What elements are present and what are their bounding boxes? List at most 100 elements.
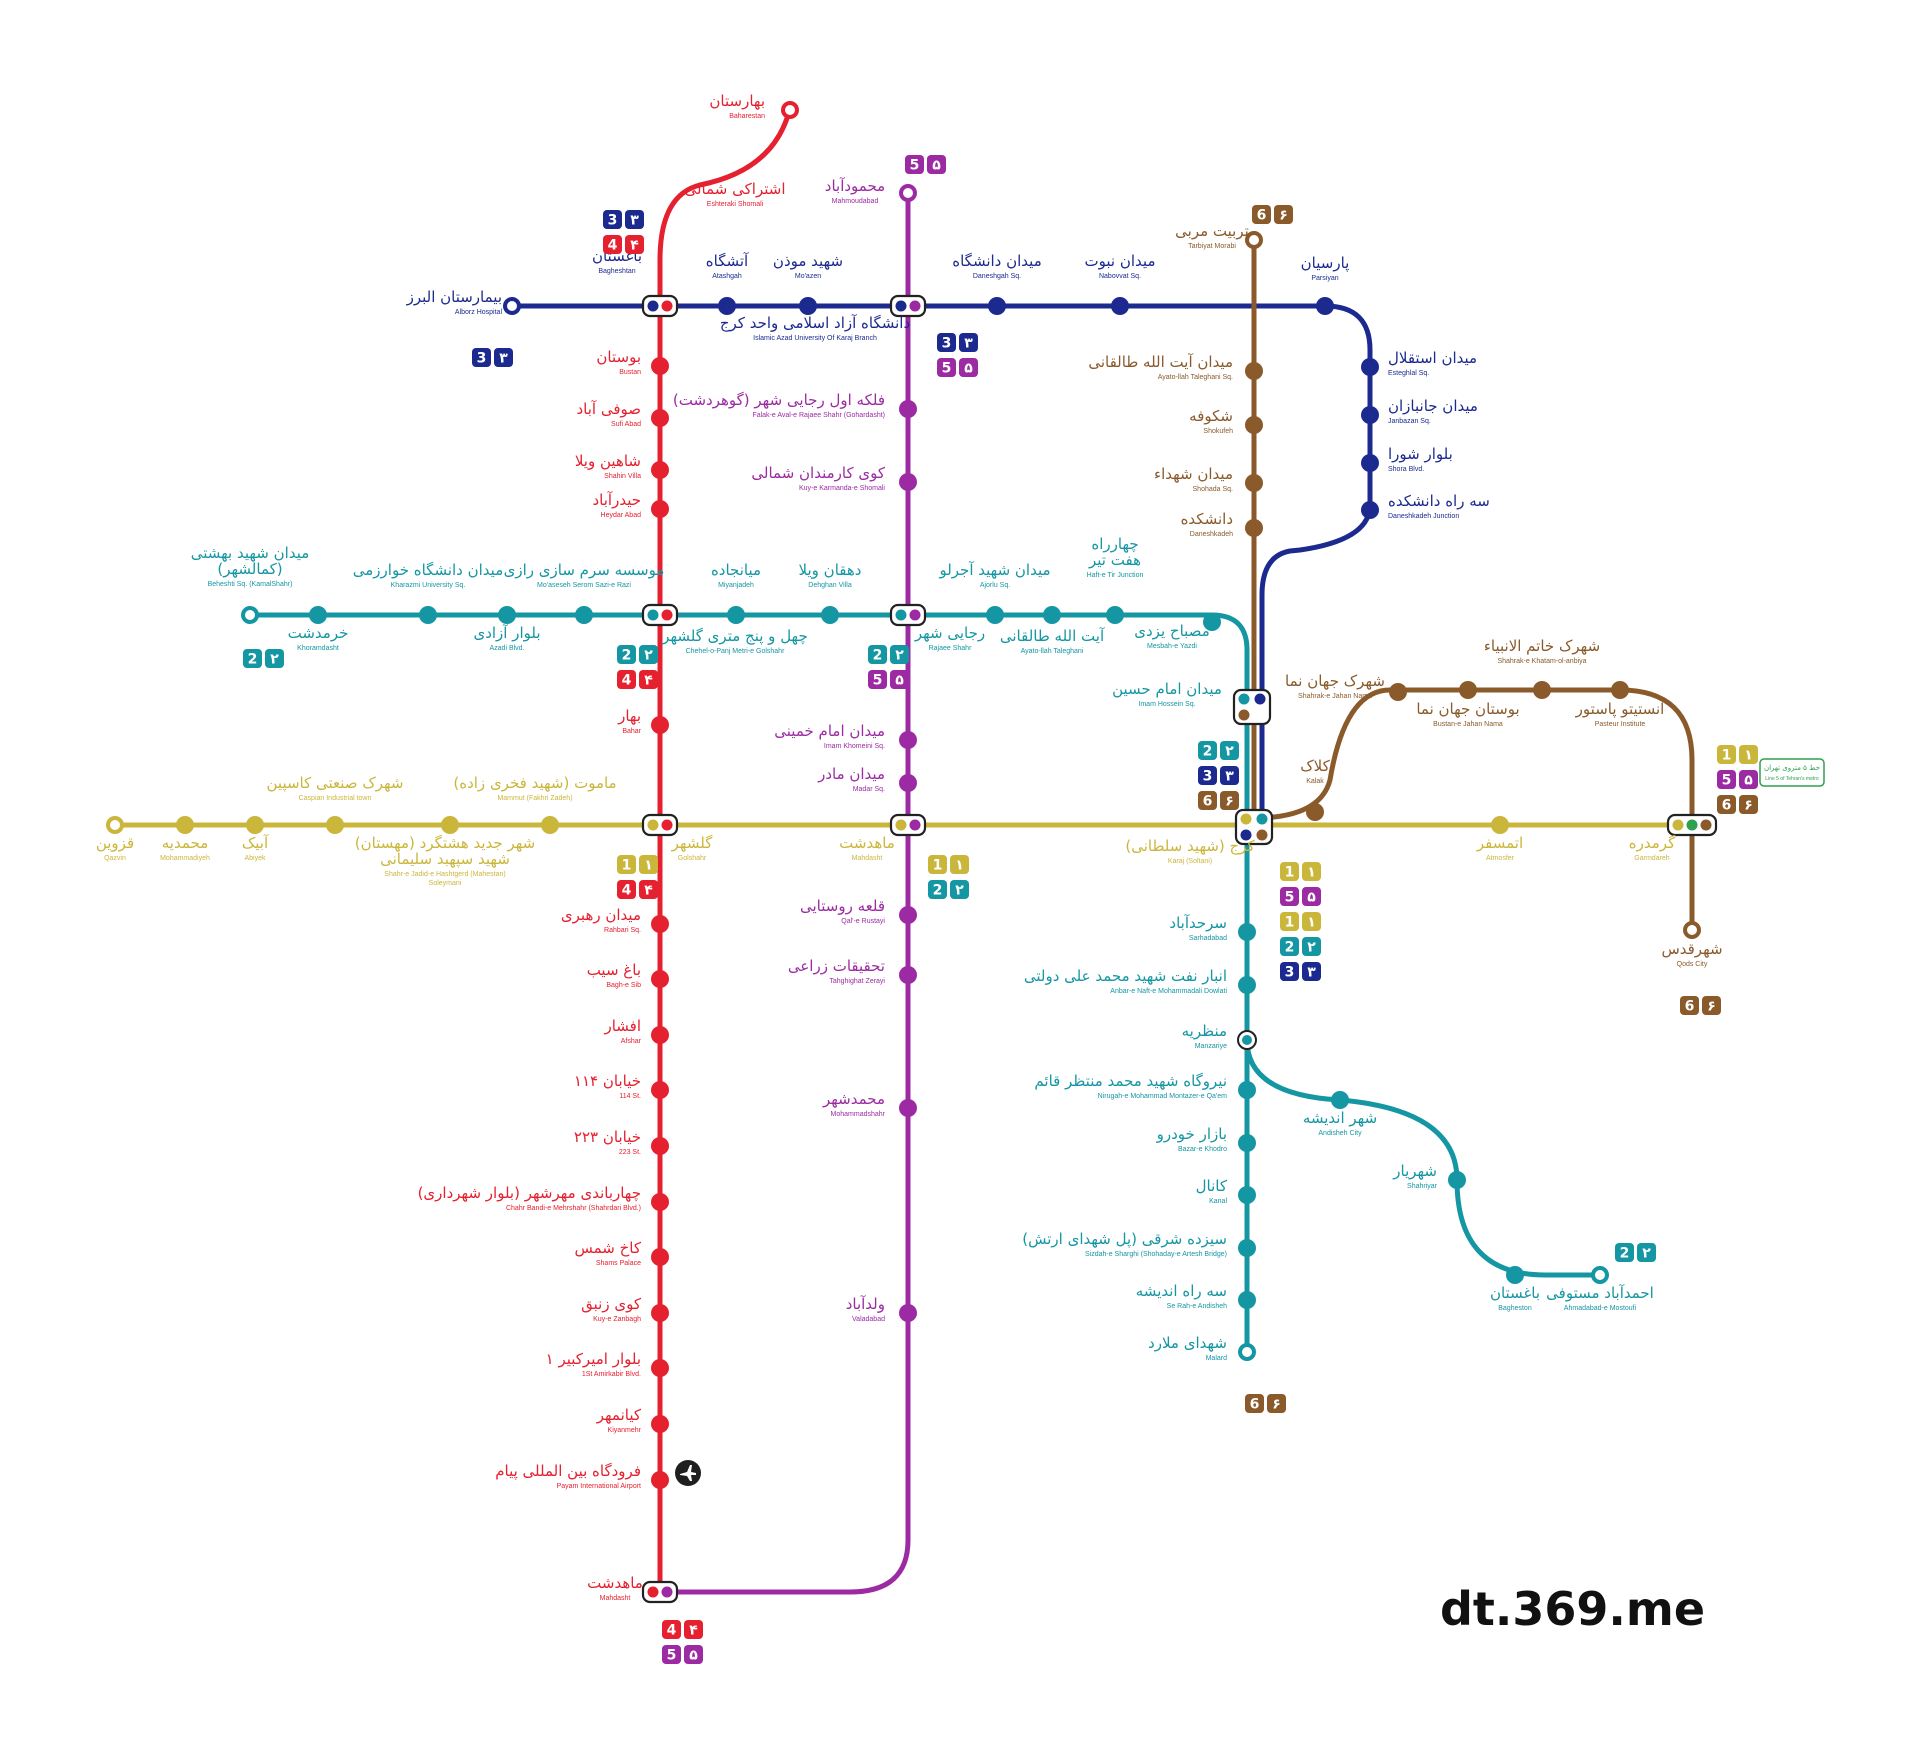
station-dot-baghesib[interactable] — [651, 970, 669, 988]
station-dot-bahar[interactable] — [651, 716, 669, 734]
station-dot-valadabad[interactable] — [899, 1304, 917, 1322]
station-label-mamut: ماموت (شهید فخری زاده)Mammut (Fakhri Zad… — [453, 774, 616, 802]
station-dot-moaseseh[interactable] — [575, 606, 593, 624]
station-dot-nabovvat[interactable] — [1111, 297, 1129, 315]
station-dot-shohada[interactable] — [1245, 474, 1263, 492]
station-dot-esteghlal[interactable] — [1361, 358, 1379, 376]
terminal-tarbiyat[interactable] — [1245, 231, 1263, 249]
station-dot-sarhadabad[interactable] — [1238, 923, 1256, 941]
station-dot-sizdah[interactable] — [1238, 1239, 1256, 1257]
station-dot-mesbah[interactable] — [1203, 613, 1221, 631]
station-dot-kalak[interactable] — [1306, 803, 1324, 821]
station-dot-kh114[interactable] — [651, 1081, 669, 1099]
station-dot-dehghanvilla[interactable] — [821, 606, 839, 624]
station-dot-imamkhomeini[interactable] — [899, 731, 917, 749]
station-dot-jahannama[interactable] — [1389, 683, 1407, 701]
station-dot-khoramdasht[interactable] — [309, 606, 327, 624]
station-name-fa: آبیک — [242, 834, 269, 852]
station-dot-khatam[interactable] — [1533, 681, 1551, 699]
station-dot-taleghani6[interactable] — [1245, 362, 1263, 380]
station-dot-nirugah[interactable] — [1238, 1081, 1256, 1099]
station-dot-mohammadiyeh[interactable] — [176, 816, 194, 834]
station-dot-falake[interactable] — [899, 400, 917, 418]
station-dot-heydarabad[interactable] — [651, 500, 669, 518]
station-name-fa: حیدرآباد — [592, 491, 641, 509]
station-dot-kaspian[interactable] — [326, 816, 344, 834]
station-dot-bazarkhodro[interactable] — [1238, 1134, 1256, 1152]
station-dot-anbar[interactable] — [1238, 976, 1256, 994]
terminal-mostoufi[interactable] — [1591, 1266, 1609, 1284]
station-dot-daneshkadeh[interactable] — [1245, 519, 1263, 537]
station-dot-kuyezanbagh[interactable] — [651, 1304, 669, 1322]
station-name-en: Bagheston — [1498, 1305, 1532, 1312]
station-dot-kanal[interactable] — [1238, 1186, 1256, 1204]
station-dot-chaharbandi[interactable] — [651, 1193, 669, 1211]
station-name-fa: باغستان — [1490, 1284, 1540, 1302]
station-dot-payam[interactable] — [651, 1471, 669, 1489]
station-name-fa: محمودآباد — [825, 177, 885, 195]
interchange-line-dot — [647, 1586, 659, 1598]
station-name-en: Mahdasht — [852, 855, 883, 862]
station-dot-serahandisheh[interactable] — [1238, 1291, 1256, 1309]
terminal-beheshti[interactable] — [241, 606, 259, 624]
station-dot-bustan[interactable] — [651, 357, 669, 375]
station-dot-pasteur[interactable] — [1611, 681, 1629, 699]
station-dot-atashgah[interactable] — [718, 297, 736, 315]
badge-number-en: 1 — [1285, 865, 1295, 881]
station-dot-bagheshtan2[interactable] — [1506, 1266, 1524, 1284]
station-dot-kharazmi[interactable] — [419, 606, 437, 624]
station-dot-janbazan[interactable] — [1361, 406, 1379, 424]
station-dot-miyanjadeh[interactable] — [727, 606, 745, 624]
station-dot-kh223[interactable] — [651, 1137, 669, 1155]
station-dot-shahinvilla[interactable] — [651, 461, 669, 479]
station-dot-moazen[interactable] — [799, 297, 817, 315]
station-dot-kuyekarmandan[interactable] — [899, 473, 917, 491]
station-dot-mamut[interactable] — [541, 816, 559, 834]
station-name-en: Miyanjadeh — [718, 582, 754, 589]
station-dot-mohammadshahr[interactable] — [899, 1099, 917, 1117]
station-dot-azadiblvd[interactable] — [498, 606, 516, 624]
station-dot-ajorlu[interactable] — [986, 606, 1004, 624]
station-dot-tahghighat[interactable] — [899, 966, 917, 984]
terminal-malard[interactable] — [1238, 1343, 1256, 1361]
station-dot-atmosfer[interactable] — [1491, 816, 1509, 834]
station-dot-sufiabad[interactable] — [651, 409, 669, 427]
station-dot-bustanjahan[interactable] — [1459, 681, 1477, 699]
interchange-line-dot — [661, 300, 673, 312]
station-name-en: Chahr Bandi-e Mehrshahr (Shahrdari Blvd.… — [506, 1205, 641, 1212]
terminal-qazvin[interactable] — [106, 816, 124, 834]
station-dot-hashtgerd[interactable] — [441, 816, 459, 834]
badge-number-fa: ۵ — [932, 158, 941, 174]
station-name-fa: ماموت (شهید فخری زاده) — [453, 774, 616, 792]
station-dot-seradaneshkadeh[interactable] — [1361, 501, 1379, 519]
station-name-fa: کاخ شمس — [574, 1239, 641, 1257]
station-dot-amirkabir[interactable] — [651, 1359, 669, 1377]
station-dot-haftetir[interactable] — [1106, 606, 1124, 624]
terminal-alborz[interactable] — [503, 297, 521, 315]
terminal-mahmoudabad[interactable] — [899, 184, 917, 202]
station-dot-shahrandisheh[interactable] — [1331, 1091, 1349, 1109]
station-dot-kakhshams[interactable] — [651, 1248, 669, 1266]
terminal-shahreqods[interactable] — [1683, 921, 1701, 939]
station-dot-kiyanmehr[interactable] — [651, 1415, 669, 1433]
station-dot-parsiyan[interactable] — [1316, 297, 1334, 315]
station-dot-madar[interactable] — [899, 774, 917, 792]
station-name-en: Falak-e Aval-e Rajaee Shahr (Gohardasht) — [752, 412, 885, 419]
station-dot-shahriyar[interactable] — [1448, 1171, 1466, 1189]
station-dot-abyek[interactable] — [246, 816, 264, 834]
station-dot-shokufeh[interactable] — [1245, 416, 1263, 434]
station-dot-daneshgah[interactable] — [988, 297, 1006, 315]
station-dot-shora[interactable] — [1361, 454, 1379, 472]
interchange-imamhossein[interactable] — [1232, 688, 1272, 726]
terminal-baharestan[interactable] — [781, 101, 799, 119]
station-dot-qaleh[interactable] — [899, 906, 917, 924]
station-dot-taleghani2[interactable] — [1043, 606, 1061, 624]
station-dot-rahbari[interactable] — [651, 915, 669, 933]
station-dot-afshar[interactable] — [651, 1026, 669, 1044]
